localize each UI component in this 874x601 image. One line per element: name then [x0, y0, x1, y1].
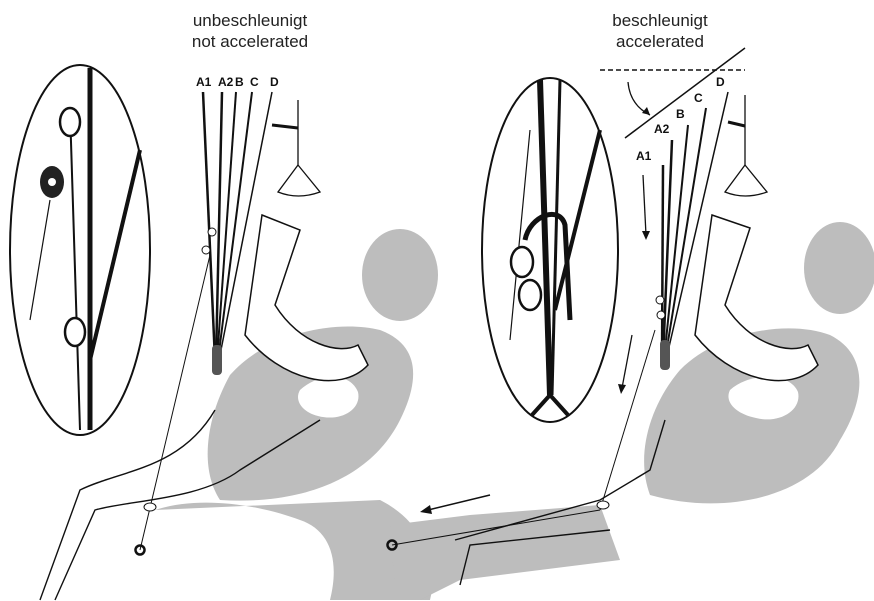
left-label-a2: A2 [218, 75, 234, 89]
right-arrowhead-down-1 [642, 231, 650, 240]
right-label-b: B [676, 107, 685, 121]
right-label-a2: A2 [654, 122, 670, 136]
right-panel: beschleunigt accelerated A1 A2 B C D [388, 11, 874, 600]
right-brake-bar [728, 122, 745, 126]
left-brake-handle [278, 165, 320, 196]
left-pilot-head [362, 229, 438, 321]
left-title-en: not accelerated [192, 32, 308, 51]
right-arrow-down-2 [622, 335, 632, 388]
left-pulley-lower [202, 246, 210, 254]
right-brake-handle [725, 165, 767, 196]
right-label-d: D [716, 75, 725, 89]
right-pulley-upper [656, 296, 664, 304]
left-label-c: C [250, 75, 259, 89]
left-panel: unbeschleunigt not accelerated A1 A2 B C… [10, 11, 438, 600]
left-carabiner [212, 345, 222, 375]
left-label-a1: A1 [196, 75, 212, 89]
left-pulley-upper [208, 228, 216, 236]
right-pilot-legs [390, 505, 620, 600]
right-title-en: accelerated [616, 32, 704, 51]
left-brake-bar [272, 125, 298, 128]
right-title-de: beschleunigt [612, 11, 708, 30]
right-push-arrow [428, 495, 490, 510]
right-arrowhead-down-2 [618, 384, 626, 394]
left-label-b: B [235, 75, 244, 89]
left-title-de: unbeschleunigt [193, 11, 308, 30]
right-label-a1: A1 [636, 149, 652, 163]
right-footstrap [597, 501, 609, 509]
right-arrow-down-1 [643, 175, 646, 235]
left-label-d: D [270, 75, 279, 89]
right-pulley-lower [657, 311, 665, 319]
right-label-c: C [694, 91, 703, 105]
left-footstrap [144, 503, 156, 511]
right-push-arrowhead [420, 505, 432, 514]
right-carabiner [660, 340, 670, 370]
right-pilot-head [804, 222, 874, 314]
